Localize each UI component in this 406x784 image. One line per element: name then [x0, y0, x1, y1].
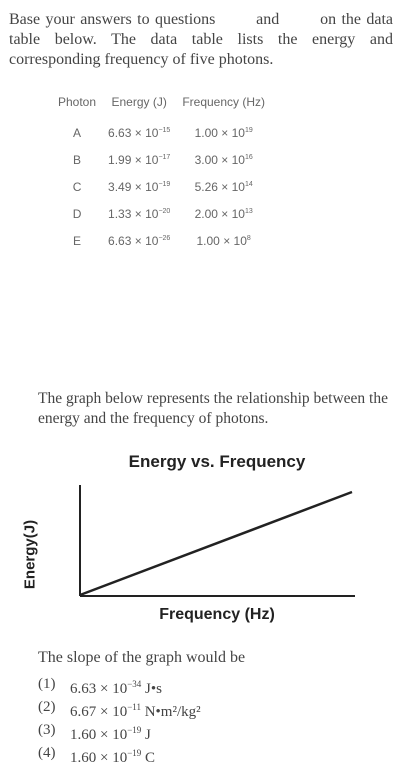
question-text: The slope of the graph would be [38, 649, 246, 666]
choice-1[interactable]: (1) 6.63 × 10−34 J•s [38, 676, 162, 697]
choice-unit: N•m²/kg² [144, 704, 201, 720]
choice-unit: J•s [145, 681, 162, 697]
photon-data-table: Photon Energy (J) Frequency (Hz) A 6.63 … [52, 95, 271, 254]
choice-number: (3) [38, 722, 56, 738]
table-row: A 6.63 × 10−15 1.00 × 1019 [52, 119, 271, 146]
energy-cell: 1.99 × 10−17 [108, 152, 171, 167]
choice-unit: C [145, 750, 156, 766]
choice-3[interactable]: (3) 1.60 × 10−19 J [38, 722, 151, 743]
header-frequency: Frequency (Hz) [182, 95, 265, 109]
chart-ylabel: Energy(J) [21, 519, 39, 590]
table-row: B 1.99 × 10−17 3.00 × 1016 [52, 146, 271, 173]
choice-2[interactable]: (2) 6.67 × 10−11 N•m²/kg² [38, 699, 201, 720]
photon-cell: D [72, 206, 82, 221]
photon-cell: B [73, 152, 82, 167]
table-row: D 1.33 × 10−20 2.00 × 1013 [52, 200, 271, 227]
frequency-cell: 5.26 × 1014 [194, 179, 253, 194]
choice-4[interactable]: (4) 1.60 × 10−19 C [38, 745, 156, 766]
series-line [79, 490, 353, 597]
intro-paragraph: Base your answers to questions and on th… [9, 10, 393, 70]
table-header-row: Photon Energy (J) Frequency (Hz) [52, 95, 271, 119]
energy-cell: 6.63 × 10−15 [108, 125, 171, 140]
energy-cell: 6.63 × 10−26 [108, 233, 171, 248]
frequency-cell: 1.00 × 1019 [194, 125, 253, 140]
photon-cell: E [73, 233, 82, 248]
table-row: E 6.63 × 10−26 1.00 × 108 [52, 227, 271, 254]
energy-cell: 1.33 × 10−20 [108, 206, 171, 221]
header-photon: Photon [58, 95, 97, 109]
intro-part-2: and [256, 11, 280, 28]
answer-choices: (1) 6.63 × 10−34 J•s (2) 6.67 × 10−11 N•… [38, 675, 378, 767]
energy-cell: 3.49 × 10−19 [108, 179, 171, 194]
chart-xlabel: Frequency (Hz) [159, 606, 275, 623]
table-row: C 3.49 × 10−19 5.26 × 1014 [52, 173, 271, 200]
frequency-cell: 1.00 × 108 [196, 233, 251, 248]
frequency-cell: 2.00 × 1013 [194, 206, 253, 221]
chart-title: Energy vs. Frequency [128, 452, 306, 471]
choice-unit: J [145, 727, 151, 743]
photon-cell: A [73, 125, 82, 140]
header-energy: Energy (J) [111, 95, 167, 109]
intro-part-1: Base your answers to questions [9, 11, 216, 28]
choice-number: (2) [38, 699, 56, 715]
photon-cell: C [72, 179, 82, 194]
frequency-cell: 3.00 × 1016 [194, 152, 253, 167]
graph-intro-text: The graph below represents the relations… [38, 390, 388, 427]
choice-number: (1) [38, 676, 56, 692]
chart: Energy vs. Frequency [40, 452, 380, 632]
choice-number: (4) [38, 745, 56, 761]
intro-part-3: on the data table below. The data table … [9, 11, 394, 68]
